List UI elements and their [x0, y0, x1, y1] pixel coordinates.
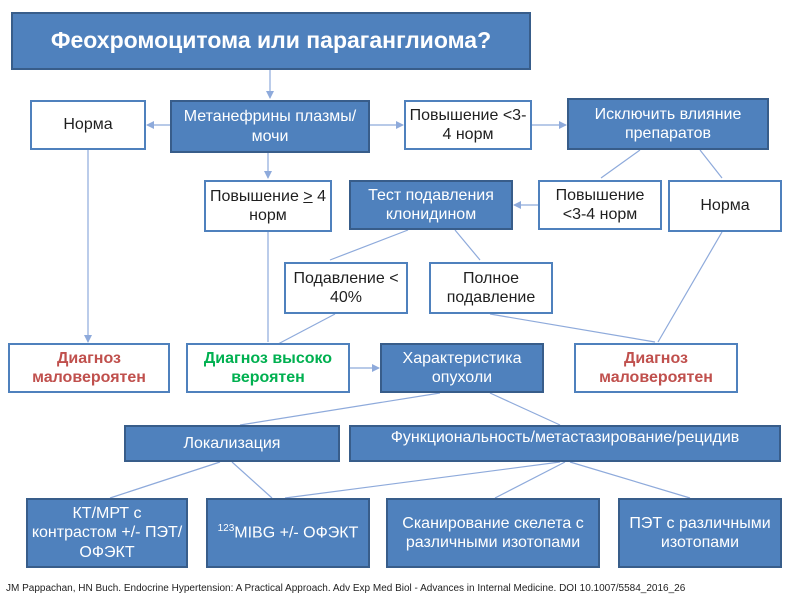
metanephrines-box: Метанефрины плазмы/мочи — [170, 100, 370, 153]
connector-functionality-mibg — [284, 461, 561, 499]
normal-right-box: Норма — [668, 180, 782, 232]
suppression-lt-40-text: Подавление < 40% — [293, 269, 399, 306]
normal-left-box: Норма — [30, 100, 146, 150]
connector-tumor-localization — [239, 392, 441, 426]
clonidine-test-box: Тест подавления клонидином — [349, 180, 513, 230]
functionality-text: Функциональность/метастазирование/рециди… — [390, 429, 740, 446]
connector-full-unlikely — [489, 313, 656, 343]
connector-localization-ct — [109, 461, 221, 499]
exclude-drugs-text: Исключить влияние препаратов — [594, 105, 742, 142]
full-suppression-text: Полное подавление — [446, 269, 536, 306]
ct-mri-text: КТ/МРТ с контрастом +/- ПЭТ/ОФЭКТ — [31, 505, 183, 561]
elevated-ge-4-text: Повышение > 4 норм — [209, 187, 327, 225]
elevated-lt-3-4-mid-box: Повышение <3-4 норм — [538, 180, 662, 230]
elevated-ge-4-box: Повышение > 4 норм — [204, 180, 332, 232]
elevated-ge-4-suffix: 4 норм — [249, 187, 326, 224]
dx-highly-likely-text: Диагноз высоко вероятен — [203, 349, 333, 386]
full-suppression-box: Полное подавление — [429, 262, 553, 314]
ct-mri-box: КТ/МРТ с контрастом +/- ПЭТ/ОФЭКТ — [26, 498, 188, 568]
localization-box: Локализация — [124, 425, 340, 462]
tumor-characteristics-box: Характеристика опухоли — [380, 343, 544, 393]
metanephrines-text: Метанефрины плазмы/мочи — [183, 108, 357, 145]
connector-functionality-pet — [569, 461, 691, 499]
connector-normal-right-unlikely — [657, 231, 723, 343]
elevated-lt-3-4-mid-text: Повышение <3-4 норм — [555, 186, 645, 223]
tumor-characteristics-text: Характеристика опухоли — [402, 349, 522, 386]
title-text: Феохромоцитома или параганглиома? — [50, 27, 492, 54]
clonidine-test-text: Тест подавления клонидином — [368, 186, 494, 223]
mibg-superscript: 123 — [217, 523, 235, 535]
localization-text: Локализация — [183, 434, 281, 452]
pet-isotopes-text: ПЭТ с различными изотопами — [629, 514, 771, 551]
dx-highly-likely-box: Диагноз высоко вероятен — [186, 343, 350, 393]
elevated-ge-4-prefix: Повышение — [210, 187, 304, 205]
mibg-label: MIBG +/- ОФЭКТ — [234, 524, 359, 542]
dx-unlikely-left-text: Диагноз маловероятен — [32, 349, 146, 386]
functionality-box: Функциональность/метастазирование/рециди… — [349, 425, 781, 462]
connector-tumor-functionality — [489, 392, 561, 426]
dx-unlikely-right-box: Диагноз маловероятен — [574, 343, 738, 393]
connector-clonidine-suppression — [329, 229, 409, 261]
connector-exclude-normal — [699, 149, 723, 179]
pet-isotopes-box: ПЭТ с различными изотопами — [618, 498, 782, 568]
elevated-ge-4-symbol: > — [303, 187, 313, 205]
mibg-box: 123MIBG +/- ОФЭКТ — [206, 498, 370, 568]
connector-suppression-likely — [277, 313, 336, 345]
title-box: Феохромоцитома или параганглиома? — [11, 12, 531, 70]
elevated-lt-3-4-top-text: Повышение <3-4 норм — [409, 106, 527, 143]
bone-scan-text: Сканирование скелета с различными изотоп… — [402, 514, 584, 551]
citation-text: JM Pappachan, HN Buch. Endocrine Hyperte… — [6, 583, 686, 594]
normal-left-text: Норма — [63, 116, 113, 134]
exclude-drugs-box: Исключить влияние препаратов — [567, 98, 769, 150]
elevated-lt-3-4-top-box: Повышение <3-4 норм — [404, 100, 532, 150]
connector-localization-mibg — [231, 461, 273, 499]
dx-unlikely-right-text: Диагноз маловероятен — [599, 349, 713, 386]
bone-scan-box: Сканирование скелета с различными изотоп… — [386, 498, 600, 568]
normal-right-text: Норма — [700, 197, 750, 215]
suppression-lt-40-box: Подавление < 40% — [284, 262, 408, 314]
mibg-text: 123MIBG +/- ОФЭКТ — [218, 523, 359, 543]
dx-unlikely-left-box: Диагноз маловероятен — [8, 343, 170, 393]
connector-clonidine-full — [454, 229, 481, 261]
connector-functionality-bone — [494, 461, 566, 499]
connector-exclude-elevated-mid — [600, 149, 641, 179]
